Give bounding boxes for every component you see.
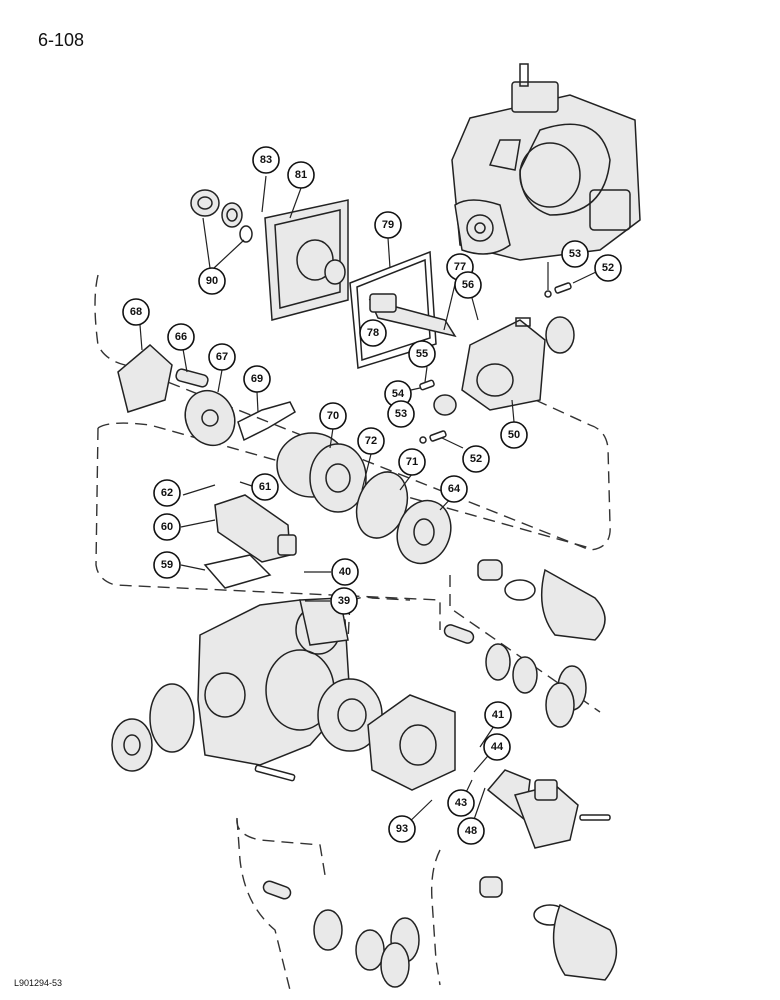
svg-text:77: 77 bbox=[454, 261, 466, 273]
callout: 39 bbox=[330, 587, 358, 615]
callout: 70 bbox=[319, 402, 347, 430]
flange bbox=[111, 683, 195, 772]
svg-text:39: 39 bbox=[338, 595, 350, 607]
callout: 54 bbox=[384, 380, 412, 408]
cylinder-block bbox=[276, 432, 452, 565]
svg-text:83: 83 bbox=[260, 154, 272, 166]
swashplate bbox=[433, 316, 575, 416]
page-number: 6-108 bbox=[38, 30, 85, 50]
pump-assembly bbox=[451, 63, 641, 261]
svg-text:81: 81 bbox=[295, 169, 307, 181]
svg-text:56: 56 bbox=[462, 279, 474, 291]
callout: 52 bbox=[594, 254, 622, 282]
svg-text:48: 48 bbox=[465, 825, 477, 837]
callout: 64 bbox=[440, 475, 468, 503]
group-outlines bbox=[94, 274, 611, 991]
charge-pump bbox=[254, 678, 456, 791]
callout: 66 bbox=[167, 323, 195, 351]
svg-text:44: 44 bbox=[491, 741, 504, 753]
svg-text:61: 61 bbox=[259, 481, 271, 493]
svg-text:52: 52 bbox=[470, 453, 482, 465]
callout: 83 bbox=[252, 146, 280, 174]
callout: 52 bbox=[462, 445, 490, 473]
svg-text:79: 79 bbox=[382, 219, 394, 231]
auxiliary-pump bbox=[486, 769, 611, 849]
left-parts bbox=[117, 344, 296, 447]
callout: 55 bbox=[408, 340, 436, 368]
control-valve bbox=[203, 494, 297, 589]
svg-text:54: 54 bbox=[392, 388, 405, 400]
svg-text:90: 90 bbox=[206, 275, 218, 287]
svg-text:53: 53 bbox=[395, 408, 407, 420]
svg-text:41: 41 bbox=[492, 709, 504, 721]
callout: 81 bbox=[287, 161, 315, 189]
callout: 67 bbox=[208, 343, 236, 371]
svg-text:66: 66 bbox=[175, 331, 187, 343]
svg-text:64: 64 bbox=[448, 483, 461, 495]
callout: 71 bbox=[398, 448, 426, 476]
callout: 59 bbox=[153, 551, 181, 579]
callout: 41 bbox=[484, 701, 512, 729]
callout: 40 bbox=[331, 558, 359, 586]
callout: 48 bbox=[457, 817, 485, 845]
svg-text:68: 68 bbox=[130, 306, 142, 318]
svg-text:70: 70 bbox=[327, 410, 339, 422]
svg-text:52: 52 bbox=[602, 262, 614, 274]
callout: 43 bbox=[447, 789, 475, 817]
lower-valves bbox=[262, 876, 618, 988]
callout: 69 bbox=[243, 365, 271, 393]
svg-text:59: 59 bbox=[161, 559, 173, 571]
callout: 90 bbox=[198, 267, 226, 295]
svg-text:69: 69 bbox=[251, 373, 263, 385]
callout: 68 bbox=[122, 298, 150, 326]
svg-text:78: 78 bbox=[367, 327, 379, 339]
svg-text:60: 60 bbox=[161, 521, 173, 533]
callout: 72 bbox=[357, 427, 385, 455]
svg-text:67: 67 bbox=[216, 351, 228, 363]
callout: 78 bbox=[359, 319, 387, 347]
callout: 62 bbox=[153, 479, 181, 507]
callout: 53 bbox=[387, 400, 415, 428]
svg-text:71: 71 bbox=[406, 456, 418, 468]
svg-text:50: 50 bbox=[508, 429, 520, 441]
svg-text:55: 55 bbox=[416, 348, 428, 360]
svg-text:53: 53 bbox=[569, 248, 581, 260]
relief-valves bbox=[443, 559, 606, 728]
callout: 53 bbox=[561, 240, 589, 268]
callout: 50 bbox=[500, 421, 528, 449]
pins bbox=[419, 282, 572, 444]
gasket-and-shaft bbox=[349, 250, 457, 369]
cover-plate bbox=[264, 199, 349, 321]
callout: 44 bbox=[483, 733, 511, 761]
figure-code: L901294-53 bbox=[14, 978, 63, 988]
svg-text:62: 62 bbox=[161, 487, 173, 499]
svg-text:93: 93 bbox=[396, 823, 408, 835]
callout: 79 bbox=[374, 211, 402, 239]
callout: 56 bbox=[454, 271, 482, 299]
svg-text:43: 43 bbox=[455, 797, 467, 809]
seal-parts bbox=[190, 189, 253, 243]
callout: 93 bbox=[388, 815, 416, 843]
callout: 60 bbox=[153, 513, 181, 541]
svg-text:40: 40 bbox=[339, 566, 351, 578]
callouts: 83 81 79 90 77 78 56 53 52 68 66 67 55 5… bbox=[122, 146, 622, 845]
svg-text:72: 72 bbox=[365, 435, 377, 447]
callout: 61 bbox=[251, 473, 279, 501]
